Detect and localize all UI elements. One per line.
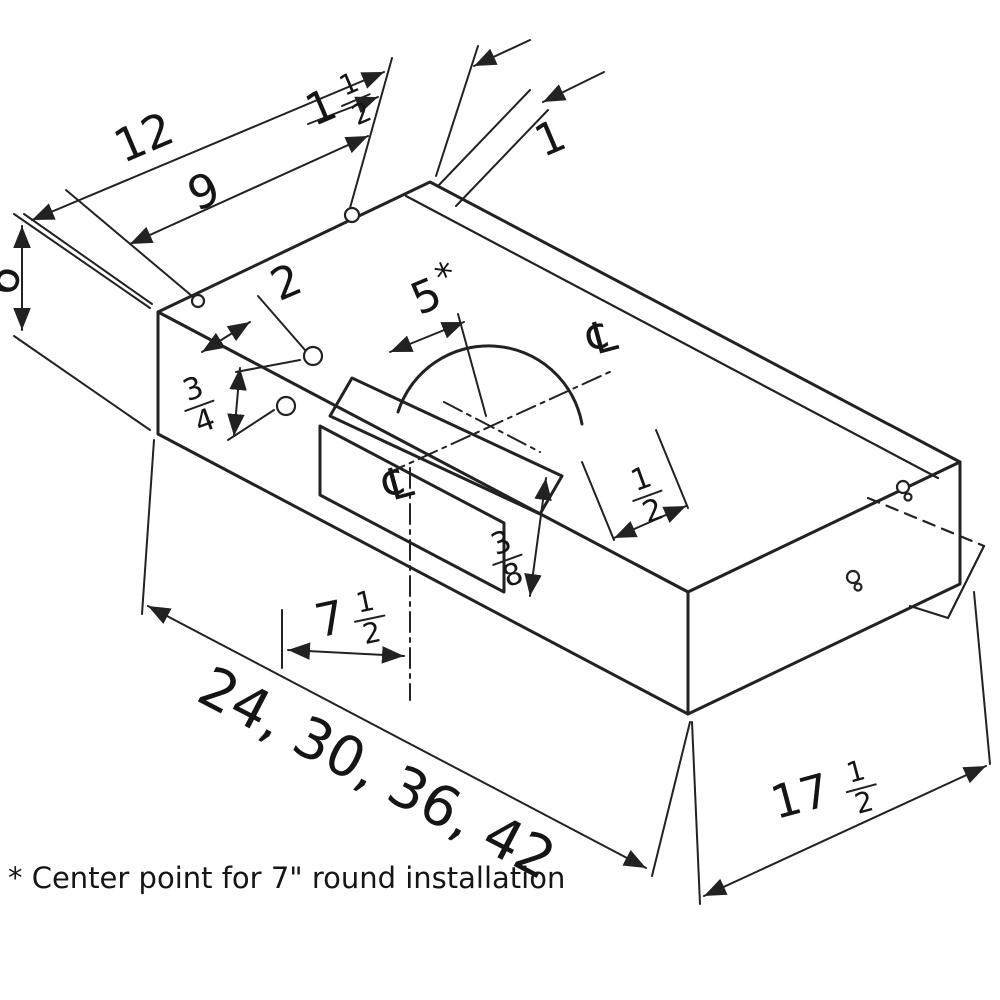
mount-hole-front-upper bbox=[302, 345, 324, 367]
mount-hole-front-lower bbox=[275, 395, 297, 417]
dim-1-label: 1 bbox=[527, 110, 573, 168]
keyhole-slot-lower bbox=[845, 569, 863, 592]
dim-1half-label: 1 1 2 bbox=[298, 65, 376, 137]
dim-line-widths bbox=[147, 605, 647, 869]
dim-line-9 bbox=[129, 135, 369, 245]
right-end-face bbox=[686, 460, 962, 716]
dim-6-label: 6 bbox=[0, 259, 32, 301]
front-filter-panel bbox=[318, 424, 506, 594]
dim-7half-num: 1 bbox=[353, 584, 377, 620]
dim-line-2 bbox=[201, 321, 251, 353]
dim-1half-whole: 1 bbox=[298, 79, 344, 137]
hood-body bbox=[156, 180, 986, 716]
ext-line-height-top bbox=[13, 213, 151, 309]
ext-line-half-left bbox=[581, 461, 615, 541]
dim-line-5 bbox=[389, 321, 465, 353]
ext-line-17half-right bbox=[973, 591, 991, 765]
ext-line-17half-left bbox=[691, 721, 701, 905]
ext-line-ridge bbox=[435, 45, 479, 177]
dim-leader-1 bbox=[542, 71, 605, 103]
dim-line-38 bbox=[524, 477, 552, 597]
dim-line-17half bbox=[703, 765, 987, 897]
dim-line-7half bbox=[287, 642, 405, 664]
keyhole-circle bbox=[845, 569, 861, 585]
fraction-bar bbox=[632, 489, 663, 502]
ext-line-left-corner bbox=[23, 213, 153, 305]
ext-line-flange-outer bbox=[437, 89, 531, 187]
knockout-centerline-axis bbox=[443, 401, 541, 453]
dim-line-34 bbox=[227, 367, 247, 437]
dim-7half-whole: 7 bbox=[310, 590, 350, 649]
ext-line-left-hole bbox=[65, 189, 193, 297]
dim-9-label: 9 bbox=[180, 161, 228, 222]
footnote: * Center point for 7" round installation bbox=[8, 861, 565, 895]
ext-line-widths-right bbox=[651, 721, 691, 877]
ext-line-height-bottom bbox=[13, 335, 151, 431]
ext-line-hole-upper bbox=[257, 295, 306, 351]
ext-line-half-right bbox=[655, 429, 689, 509]
damper-edge bbox=[908, 544, 986, 620]
rear-damper-flap bbox=[866, 496, 986, 620]
dim-17half-label: 17 1 2 bbox=[765, 753, 877, 830]
fraction-bar bbox=[492, 553, 523, 566]
rear-flange-crease bbox=[404, 194, 940, 480]
dim-7half-den: 2 bbox=[360, 615, 384, 651]
fraction-bar bbox=[184, 399, 215, 412]
dim-17half-den: 2 bbox=[851, 784, 877, 820]
dim-line-half bbox=[613, 505, 687, 539]
dim-widths-label: 24, 30, 36, 42 bbox=[188, 654, 566, 893]
ext-line-flange-inner bbox=[455, 109, 549, 207]
keyhole-tail bbox=[853, 582, 863, 592]
damper-hidden-edge bbox=[866, 496, 986, 548]
fraction-bar bbox=[341, 93, 371, 107]
dim-7half-label: 7 1 2 bbox=[310, 584, 386, 651]
dim-leader-1half-right bbox=[473, 39, 531, 67]
mount-hole-top-rear bbox=[343, 206, 361, 224]
keyhole-circle bbox=[895, 479, 911, 495]
fraction-bar bbox=[845, 783, 877, 794]
round-knockout-arc bbox=[396, 344, 584, 426]
dim-17half-whole: 17 bbox=[765, 763, 836, 830]
ext-line-widths-left bbox=[141, 439, 155, 615]
mount-hole-top-left bbox=[190, 293, 206, 309]
dim-leader-1half-left bbox=[307, 96, 379, 125]
keyhole-tail bbox=[903, 492, 913, 502]
keyhole-slot-upper bbox=[895, 479, 913, 502]
knockout-centerline-cross bbox=[385, 369, 615, 475]
